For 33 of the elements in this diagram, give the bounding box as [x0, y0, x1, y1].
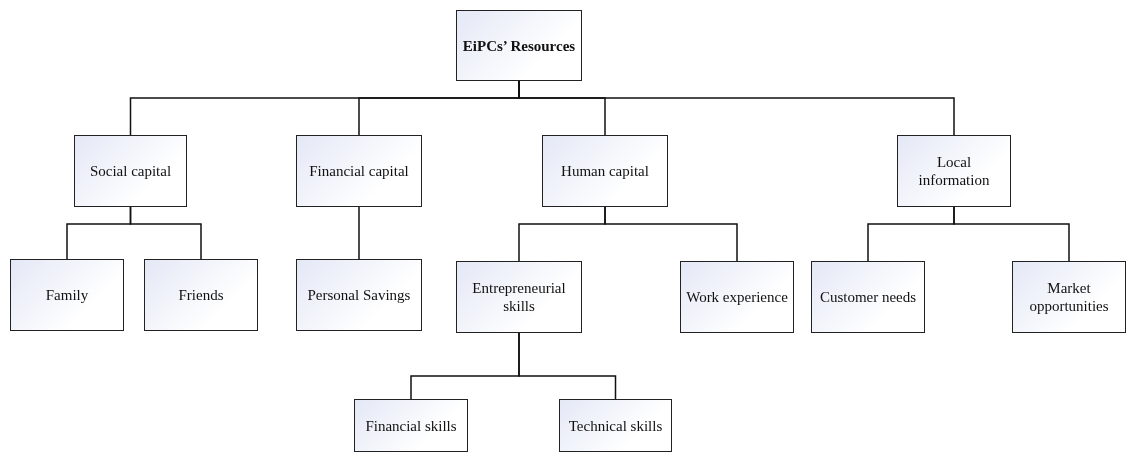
node-label: Work experience — [686, 288, 788, 306]
connector-line — [129, 206, 202, 260]
node-box — [296, 259, 422, 331]
node-label: Social capital — [89, 162, 172, 180]
node-label: Market opportunities — [1028, 279, 1110, 315]
node-box — [1012, 261, 1126, 333]
node-label: Local information — [917, 153, 991, 189]
node-label: Technical skills — [568, 416, 663, 435]
node-box — [559, 399, 672, 452]
node-label: Entrepreneurial skills — [471, 279, 567, 315]
connector-line — [953, 206, 1070, 262]
node-label: Personal Savings — [307, 286, 411, 304]
node-box — [811, 261, 925, 333]
node-label: EiPCs’ Resources — [462, 36, 576, 55]
connector-line — [358, 206, 360, 260]
node-label: Customer needs — [819, 288, 917, 306]
node-label: Human capital — [561, 162, 649, 180]
node-box — [680, 261, 794, 333]
node-box — [354, 399, 468, 452]
node-box — [74, 135, 187, 207]
node-label: Friends — [178, 286, 224, 304]
node-box — [456, 10, 582, 81]
connector-line — [518, 332, 617, 400]
connector-line — [604, 206, 738, 262]
node-box — [296, 135, 422, 207]
node-box — [144, 259, 258, 331]
node-label: Financial capital — [309, 162, 409, 180]
node-label: Financial skills — [365, 416, 457, 435]
node-label: Family — [45, 286, 89, 304]
node-box — [10, 259, 124, 331]
node-box — [897, 135, 1011, 207]
node-box — [542, 135, 668, 207]
node-box — [456, 261, 582, 333]
